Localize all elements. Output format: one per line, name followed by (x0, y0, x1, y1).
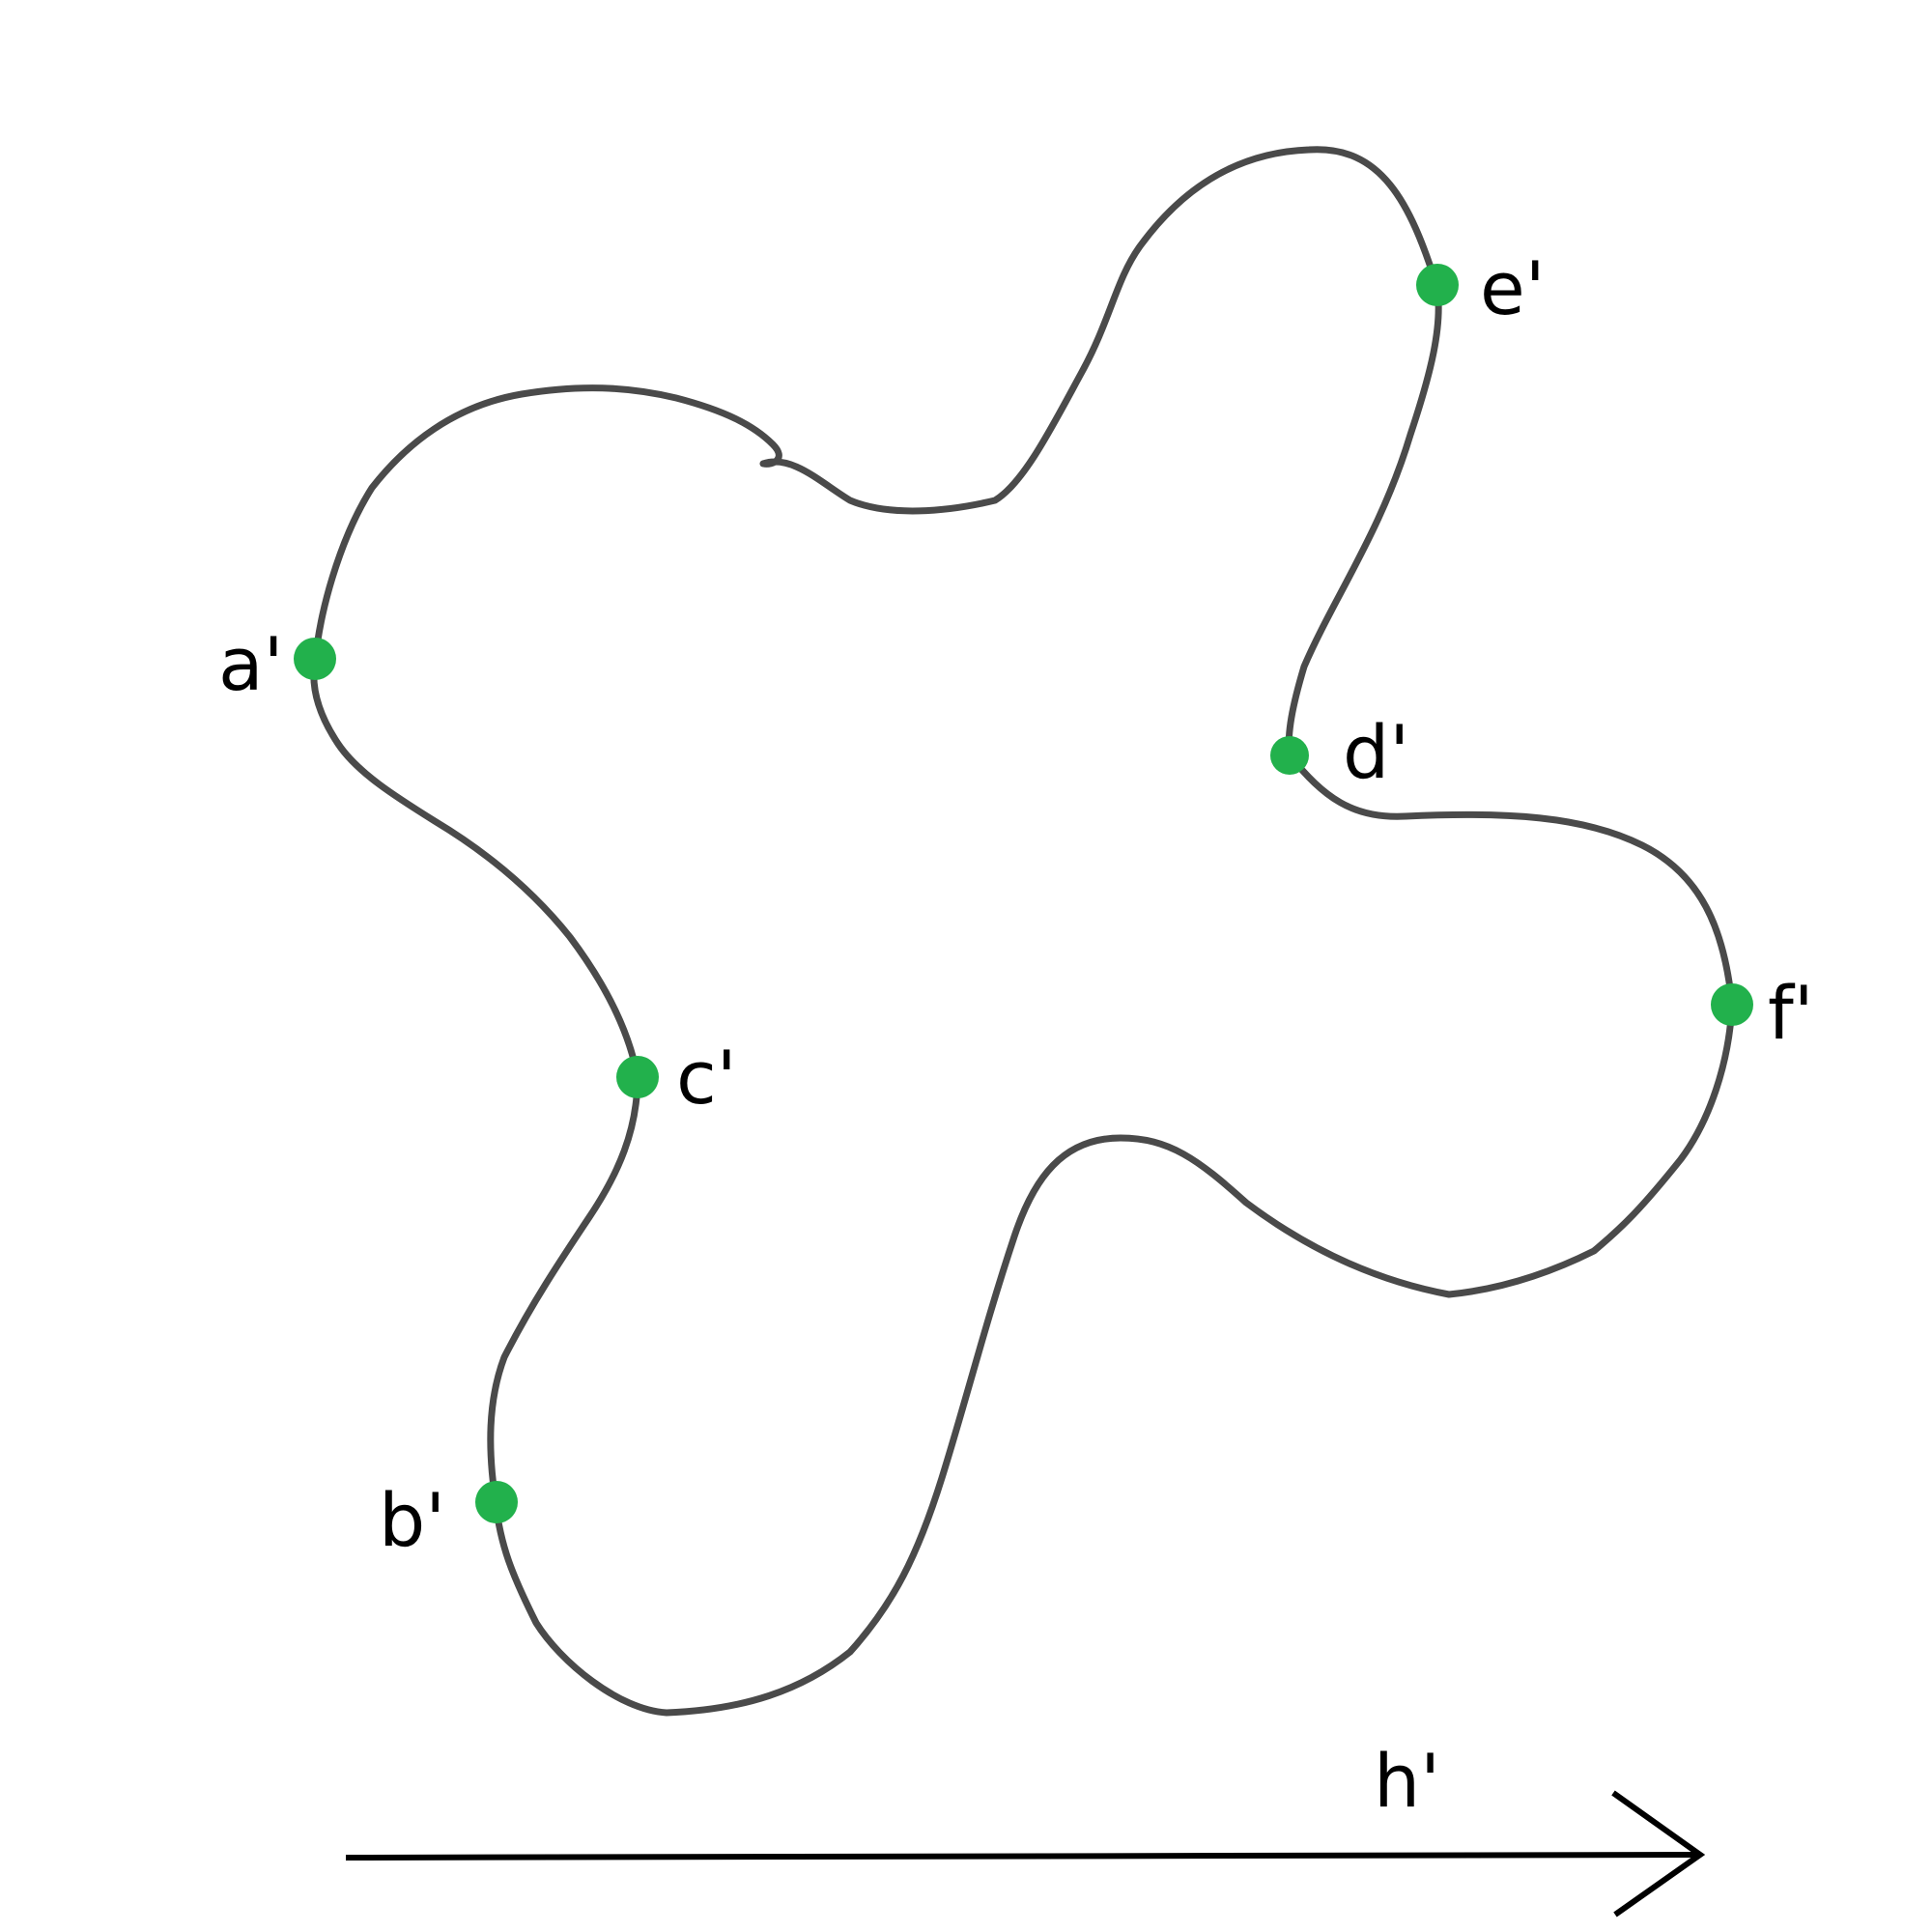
point-d-label: d' (1343, 709, 1409, 795)
point-b-label: b' (379, 1477, 445, 1563)
point-a-label: a' (218, 621, 283, 707)
arrow-label: h' (1374, 1738, 1440, 1824)
point-d-marker (1270, 736, 1309, 775)
point-f-label: f' (1768, 970, 1814, 1056)
point-b-marker (475, 1481, 518, 1523)
arrow-shaft (345, 1852, 1699, 1861)
closed-curve (310, 146, 1736, 1717)
point-a-marker (294, 638, 336, 680)
point-c-marker (616, 1056, 659, 1098)
point-e-marker (1416, 264, 1459, 306)
point-f-marker (1711, 983, 1753, 1026)
point-e-label: e' (1480, 245, 1546, 331)
point-c-label: c' (676, 1035, 737, 1121)
arrow-head (1611, 1790, 1706, 1918)
